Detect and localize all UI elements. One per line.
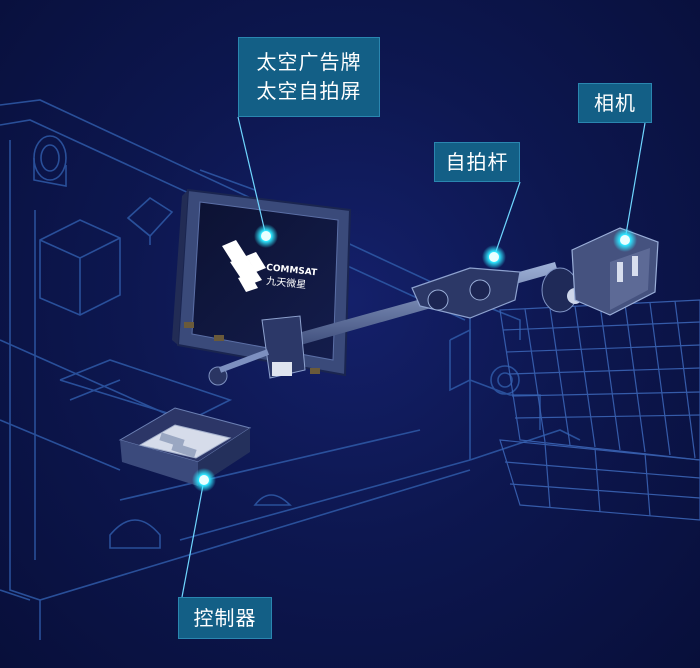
camera-callout: 相机: [578, 83, 652, 123]
callout-leader-lines: [181, 116, 646, 598]
billboard-screen: COMMSAT 九天微星: [172, 188, 352, 377]
billboard-callout: 太空广告牌 太空自拍屏: [238, 37, 380, 117]
controller-box: [118, 407, 252, 486]
solar-panel-grid: [499, 299, 700, 521]
screen-logo-brand-cn: 九天微星: [266, 274, 307, 291]
hotspot-markers: [192, 224, 637, 492]
controller-callout-label: 控制器: [193, 605, 257, 630]
satellite-body-wireframe: [0, 99, 581, 640]
selfie-stick-boom: [208, 262, 558, 386]
billboard-callout-line1: 太空广告牌: [256, 50, 362, 74]
selfie-stick-callout: 自拍杆: [434, 142, 520, 182]
selfie-stick-callout-label: 自拍杆: [445, 149, 509, 174]
camera-callout-label: 相机: [594, 90, 636, 115]
commsat-logo-mark: [222, 240, 266, 292]
controller-callout: 控制器: [178, 597, 272, 639]
billboard-callout-line2: 太空自拍屏: [256, 79, 362, 103]
camera-module: [541, 227, 659, 316]
